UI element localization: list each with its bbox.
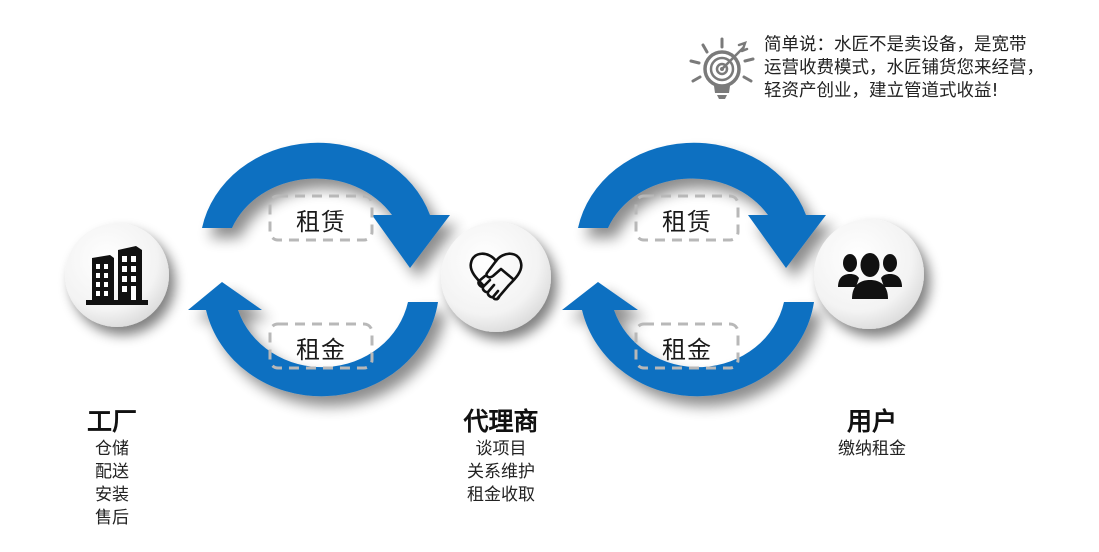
desc-item: 安装 (95, 485, 129, 505)
node-desc-factory: 仓储 配送 安装 售后 (72, 438, 152, 530)
dash-box-lease-right (634, 194, 740, 242)
label-rent-right: 租金 (662, 335, 712, 364)
node-title-factory: 工厂 (86, 407, 137, 436)
node-title-agent: 代理商 (463, 407, 539, 436)
node-title-user: 用户 (846, 407, 897, 436)
handshake-heart-icon (466, 248, 526, 306)
dash-box-rent-left (268, 322, 374, 370)
lightbulb-target-icon (686, 36, 758, 102)
label-lease-left: 租赁 (296, 207, 346, 236)
desc-item: 关系维护 (467, 462, 535, 482)
arrow-lease-left (202, 142, 450, 268)
arrow-lease-right (578, 142, 826, 268)
cycle-right (562, 142, 826, 397)
tip-text: 简单说：水匠不是卖设备，是宽带 运营收费模式，水匠铺货您来经营， 轻资产创业，建… (764, 34, 1044, 103)
desc-item: 租金收取 (467, 485, 535, 505)
desc-item: 谈项目 (475, 439, 527, 459)
desc-item: 售后 (95, 508, 129, 528)
arrow-rent-left (188, 282, 438, 397)
desc-item: 配送 (95, 462, 129, 482)
label-lease-right: 租赁 (662, 207, 712, 236)
dash-box-lease-left (268, 194, 374, 242)
node-circle-agent (441, 222, 551, 332)
node-desc-user: 缴纳租金 (822, 438, 922, 461)
tip-line: 简单说：水匠不是卖设备，是宽带 (764, 35, 1027, 55)
users-group-icon (836, 246, 904, 302)
arrow-rent-right (562, 282, 814, 397)
dash-box-rent-right (634, 322, 740, 370)
cycle-left (188, 142, 450, 397)
buildings-icon (82, 240, 152, 310)
desc-item: 仓储 (95, 439, 129, 459)
tip-line: 运营收费模式，水匠铺货您来经营， (764, 58, 1044, 78)
label-rent-left: 租金 (296, 335, 346, 364)
desc-item: 缴纳租金 (838, 439, 906, 459)
node-desc-agent: 谈项目 关系维护 租金收取 (446, 438, 556, 507)
tip-line: 轻资产创业，建立管道式收益! (764, 81, 999, 101)
